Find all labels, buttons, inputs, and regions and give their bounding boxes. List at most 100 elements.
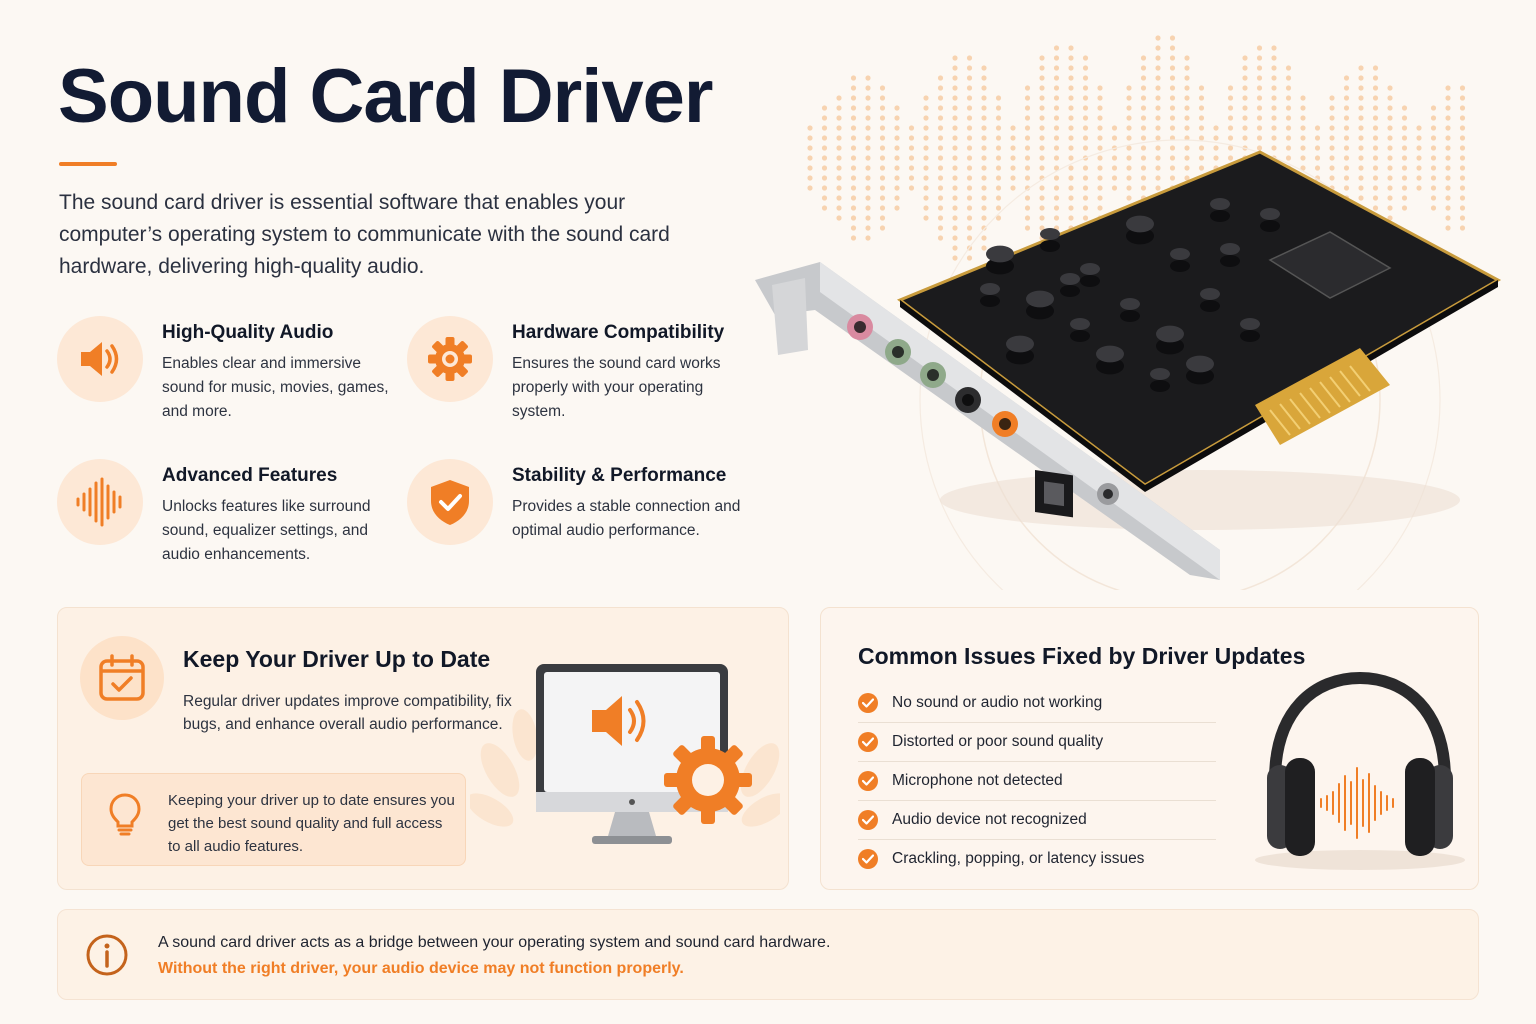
wave-dot xyxy=(908,125,915,131)
wave-dot xyxy=(981,115,987,121)
check-icon xyxy=(858,771,878,791)
wave-dot xyxy=(1169,35,1176,41)
issue-text: Distorted or poor sound quality xyxy=(892,733,1104,750)
wave-dot xyxy=(1184,155,1190,161)
wave-dot xyxy=(952,145,958,151)
wave-dot xyxy=(1314,165,1321,171)
wave-dot xyxy=(1053,215,1060,221)
wave-dot xyxy=(981,165,987,171)
wave-dot xyxy=(1372,135,1379,141)
wave-dot xyxy=(850,135,857,141)
wave-dot xyxy=(821,195,828,201)
wave-dot xyxy=(1198,125,1205,131)
wave-dot xyxy=(1227,115,1234,121)
wave-dot xyxy=(1039,115,1045,121)
wave-dot xyxy=(1459,85,1466,91)
wave-dot xyxy=(1358,175,1364,181)
capacitor xyxy=(1126,227,1154,245)
wave-dot xyxy=(1155,175,1161,181)
wave-dot xyxy=(1314,155,1321,161)
wave-dot xyxy=(952,165,958,171)
wave-dot xyxy=(807,135,813,141)
wave-dot xyxy=(1343,75,1350,81)
capacitor xyxy=(1026,302,1054,320)
wave-dot xyxy=(1242,135,1248,141)
wave-dot xyxy=(1184,75,1190,81)
wave-dot xyxy=(1126,185,1132,191)
wave-dot xyxy=(1140,175,1147,181)
wave-dot xyxy=(1155,165,1161,171)
wave-dot xyxy=(908,175,915,181)
wave-dot xyxy=(1024,205,1031,211)
wave-dot xyxy=(894,155,900,161)
wave-dot xyxy=(1329,125,1335,131)
wave-dot xyxy=(1053,45,1060,51)
wave-dot xyxy=(879,115,886,121)
wave-dot xyxy=(1401,145,1408,151)
wave-dot xyxy=(1082,125,1089,131)
wave-dot xyxy=(1300,95,1306,101)
feature-desc: Enables clear and immersive sound for mu… xyxy=(162,355,389,420)
wave-dot xyxy=(981,65,987,71)
issue-item: Distorted or poor sound quality xyxy=(858,723,1216,762)
wave-dot xyxy=(1430,135,1437,141)
wave-dot xyxy=(1285,85,1292,91)
wave-dot xyxy=(1358,115,1364,121)
wave-dot xyxy=(865,75,871,81)
wave-dot xyxy=(821,165,828,171)
wave-dot xyxy=(836,205,842,211)
wave-dot xyxy=(1111,155,1118,161)
wave-dot xyxy=(865,195,871,201)
wave-dot xyxy=(1126,165,1132,171)
wave-dot xyxy=(1271,45,1277,51)
wave-dot xyxy=(1082,65,1089,71)
wave-dot xyxy=(1387,95,1393,101)
wave-dot xyxy=(1343,125,1350,131)
wave-dot xyxy=(894,135,900,141)
wave-dot xyxy=(1358,155,1364,161)
capacitor-top xyxy=(1186,355,1214,373)
wave-dot xyxy=(879,195,886,201)
wave-dot xyxy=(1387,195,1393,201)
wave-dot xyxy=(1140,165,1147,171)
capacitor xyxy=(1200,300,1220,312)
wave-dot xyxy=(865,135,871,141)
wave-dot xyxy=(1372,115,1379,121)
wave-dot xyxy=(1097,145,1103,151)
wave-dot xyxy=(1068,65,1074,71)
wave-dot xyxy=(1039,105,1045,111)
wave-dot xyxy=(1372,105,1379,111)
wave-dot xyxy=(923,165,929,171)
tip-box: Keeping your driver up to date ensures y… xyxy=(81,773,466,866)
wave-dot xyxy=(1068,145,1074,151)
capacitor-top xyxy=(1220,243,1240,255)
wave-dot xyxy=(1430,105,1437,111)
wave-dot xyxy=(1082,175,1089,181)
wave-dot xyxy=(1445,175,1451,181)
wave-dot xyxy=(923,115,929,121)
wave-dot xyxy=(966,65,973,71)
wave-dot xyxy=(1242,115,1248,121)
feature-desc: Unlocks features like surround sound, eq… xyxy=(162,498,371,563)
wave-dot xyxy=(1416,145,1422,151)
issue-item: Crackling, popping, or latency issues xyxy=(858,840,1216,879)
wave-dot xyxy=(1184,115,1190,121)
monitor-illustration xyxy=(470,664,780,844)
wave-dot xyxy=(1401,155,1408,161)
wave-dot xyxy=(937,135,944,141)
wave-dot xyxy=(1445,225,1451,231)
wave-dot xyxy=(1053,175,1060,181)
wave-dot xyxy=(1271,135,1277,141)
wave-dot xyxy=(952,125,958,131)
wave-dot xyxy=(1039,145,1045,151)
capacitor-top xyxy=(1126,215,1154,233)
wave-dot xyxy=(923,95,929,101)
wave-dot xyxy=(1111,175,1118,181)
wave-dot xyxy=(1358,125,1364,131)
wave-dot xyxy=(952,205,958,211)
wave-dot xyxy=(850,85,857,91)
capacitor-top xyxy=(1260,208,1280,220)
wave-dot xyxy=(1068,125,1074,131)
wave-dot xyxy=(850,95,857,101)
wave-dot xyxy=(1140,95,1147,101)
